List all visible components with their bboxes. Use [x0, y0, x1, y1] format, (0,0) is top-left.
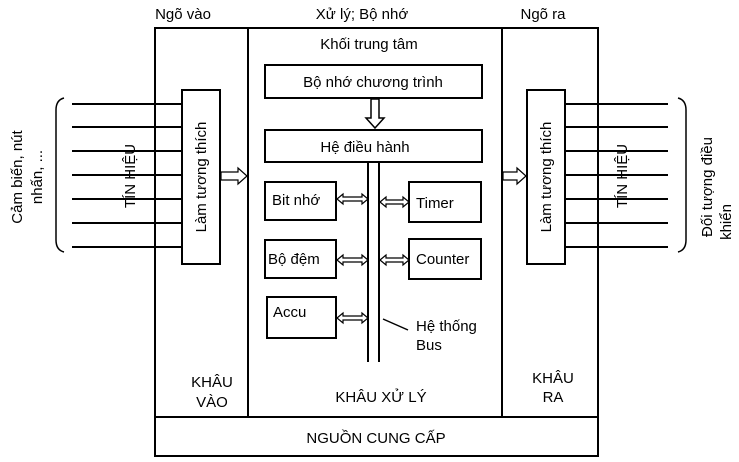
- timer-bus-arrow: [379, 195, 410, 209]
- counter-label: Counter: [416, 251, 469, 268]
- buffer-bus-arrow: [336, 253, 369, 267]
- central-to-output-arrow: [502, 166, 527, 186]
- output-section-label-line2: RA: [543, 389, 564, 406]
- output-interface-box: [526, 89, 566, 265]
- program-memory-label: Bộ nhớ chương trình: [303, 74, 443, 91]
- process-top-label: Xử lý; Bộ nhớ: [316, 6, 409, 23]
- counter-box: [408, 238, 482, 280]
- timer-box: [408, 181, 482, 223]
- bus-label-line2: Bus: [416, 337, 442, 354]
- output-section-label-line1: KHÂU: [532, 370, 574, 387]
- os-box: [264, 129, 483, 163]
- output-bracket: [677, 97, 687, 253]
- accu-box: [266, 296, 337, 339]
- input-devices-label-line2: nhấn, ...: [29, 150, 46, 204]
- bit-memory-box: [264, 181, 337, 221]
- central-block-title: Khối trung tâm: [320, 36, 418, 53]
- accu-label: Accu: [273, 304, 306, 321]
- input-section-label-line2: VÀO: [196, 394, 228, 411]
- input-signal-lines: [72, 103, 182, 248]
- process-section-label: KHÂU XỬ LÝ: [335, 388, 426, 406]
- bit-memory-label: Bit nhớ: [272, 192, 320, 209]
- output-signal-label: TÍN HIỆU: [614, 144, 631, 208]
- accu-bus-arrow: [336, 311, 369, 325]
- output-top-label: Ngõ ra: [520, 6, 566, 23]
- input-signal-label: TÍN HIỆU: [122, 144, 139, 208]
- input-section-label-line1: KHÂU: [191, 374, 233, 391]
- os-label: Hệ điều hành: [320, 139, 409, 156]
- input-bracket: [55, 97, 65, 253]
- input-top-label: Ngõ vào: [155, 6, 211, 23]
- outer-frame: [154, 27, 599, 457]
- input-to-central-arrow: [220, 166, 248, 186]
- power-supply-label: NGUỒN CUNG CẤP: [306, 429, 445, 447]
- program-to-os-arrow: [364, 98, 386, 130]
- program-memory-box: [264, 64, 483, 99]
- output-signal-lines: [565, 103, 668, 248]
- input-interface-label: Làm tương thích: [193, 122, 210, 233]
- bus-label-line1: Hệ thống: [416, 318, 477, 335]
- timer-label: Timer: [416, 195, 454, 212]
- buffer-label: Bộ đệm: [268, 251, 320, 268]
- output-interface-label: Làm tương thích: [538, 122, 555, 233]
- counter-bus-arrow: [379, 253, 410, 267]
- input-interface-box: [181, 89, 221, 265]
- input-devices-label-line1: Cảm biến, nút: [9, 129, 26, 223]
- output-devices-label-line2: khiển: [718, 204, 735, 240]
- bit-memory-bus-arrow: [336, 192, 369, 206]
- output-devices-label-line1: Đối tượng điều: [699, 137, 716, 237]
- buffer-box: [264, 239, 337, 279]
- bus-label-leader: [382, 318, 409, 331]
